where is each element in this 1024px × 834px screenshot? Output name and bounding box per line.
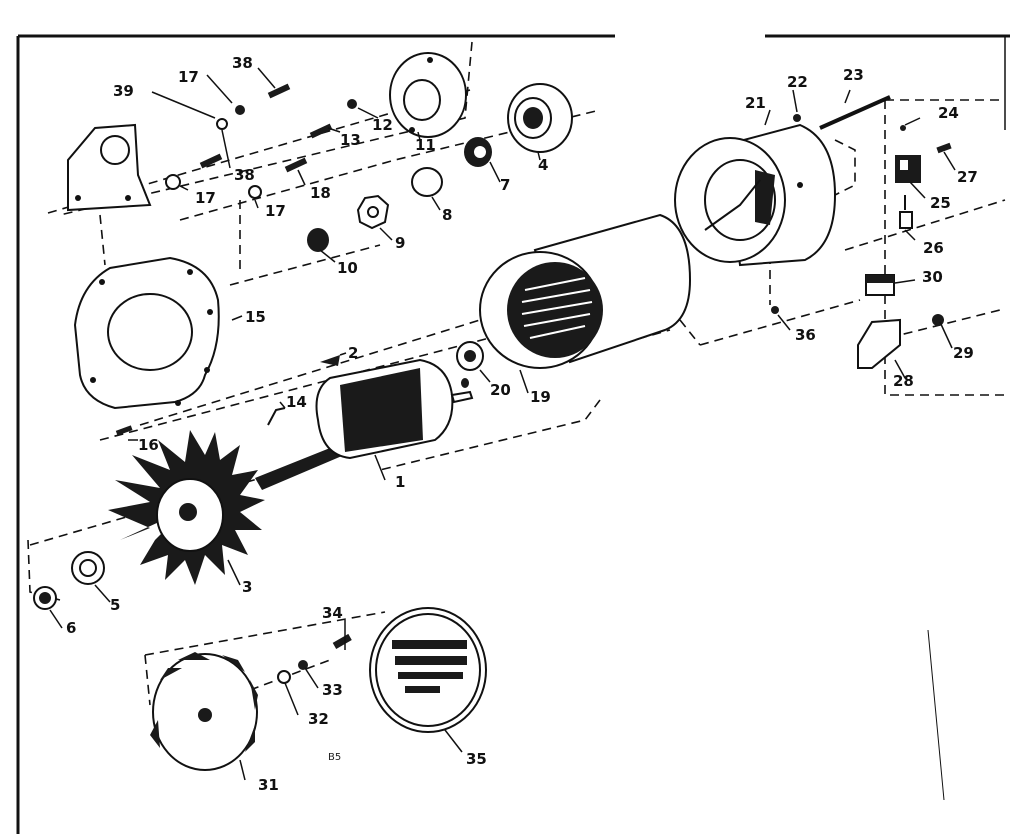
label-part-17b: 17 [195, 189, 216, 207]
label-part-14: 14 [286, 393, 307, 411]
label-part-3: 3 [242, 578, 252, 596]
label-part-10: 10 [337, 259, 358, 277]
right-side-hardware [771, 114, 952, 369]
screws-32-34 [277, 633, 352, 684]
label-part-23: 23 [843, 66, 864, 84]
label-part-36: 36 [795, 326, 816, 344]
end-plate-15 [73, 256, 220, 410]
label-part-25: 25 [930, 194, 951, 212]
label-part-19: 19 [530, 388, 551, 406]
leader-lines [49, 67, 956, 781]
label-part-38a: 38 [232, 54, 253, 72]
label-part-32: 32 [308, 710, 329, 728]
through-bolt-23 [819, 95, 891, 130]
label-part-11: 11 [415, 136, 436, 154]
label-part-21: 21 [745, 94, 766, 112]
label-part-15: 15 [245, 308, 266, 326]
field-housing-19 [479, 213, 692, 369]
label-part-2: 2 [348, 344, 358, 362]
diagram-code: B5 [328, 752, 341, 763]
label-part-38b: 38 [234, 166, 255, 184]
end-housing-21 [674, 123, 837, 267]
label-part-8: 8 [442, 206, 452, 224]
label-part-27: 27 [957, 168, 978, 186]
label-part-12: 12 [372, 116, 393, 134]
bearing-20 [456, 341, 484, 371]
label-part-34: 34 [322, 604, 343, 622]
label-part-28: 28 [893, 372, 914, 390]
bearing-housing-4 [507, 83, 573, 153]
label-part-6: 6 [66, 619, 76, 637]
part-labels: 1 2 3 4 5 6 7 8 9 10 11 12 13 14 15 16 1… [66, 54, 978, 794]
label-part-30: 30 [922, 268, 943, 286]
label-part-35: 35 [466, 750, 487, 768]
label-part-29: 29 [953, 344, 974, 362]
label-part-16: 16 [138, 436, 159, 454]
label-part-17a: 17 [178, 68, 199, 86]
label-part-33: 33 [322, 681, 343, 699]
label-part-18: 18 [310, 184, 331, 202]
label-part-13: 13 [340, 131, 361, 149]
fan-disc-31 [150, 652, 258, 771]
mounting-bracket [67, 123, 152, 212]
label-part-20: 20 [490, 381, 511, 399]
label-part-9: 9 [395, 234, 405, 252]
label-part-5: 5 [110, 596, 120, 614]
label-part-24: 24 [938, 104, 959, 122]
label-part-17c: 17 [265, 202, 286, 220]
terminal-plate-35 [369, 607, 487, 733]
label-part-4: 4 [538, 156, 548, 174]
fan-3 [108, 430, 265, 585]
label-part-7: 7 [500, 176, 510, 194]
pulley-parts [33, 551, 105, 610]
label-part-22: 22 [787, 73, 808, 91]
armature-1 [255, 358, 474, 490]
small-hardware [115, 83, 492, 436]
label-part-26: 26 [923, 239, 944, 257]
round-cover-11 [389, 52, 467, 138]
label-part-39: 39 [113, 82, 134, 100]
frame-lines [16, 34, 1010, 834]
label-part-1: 1 [395, 473, 405, 491]
label-part-31: 31 [258, 776, 279, 794]
